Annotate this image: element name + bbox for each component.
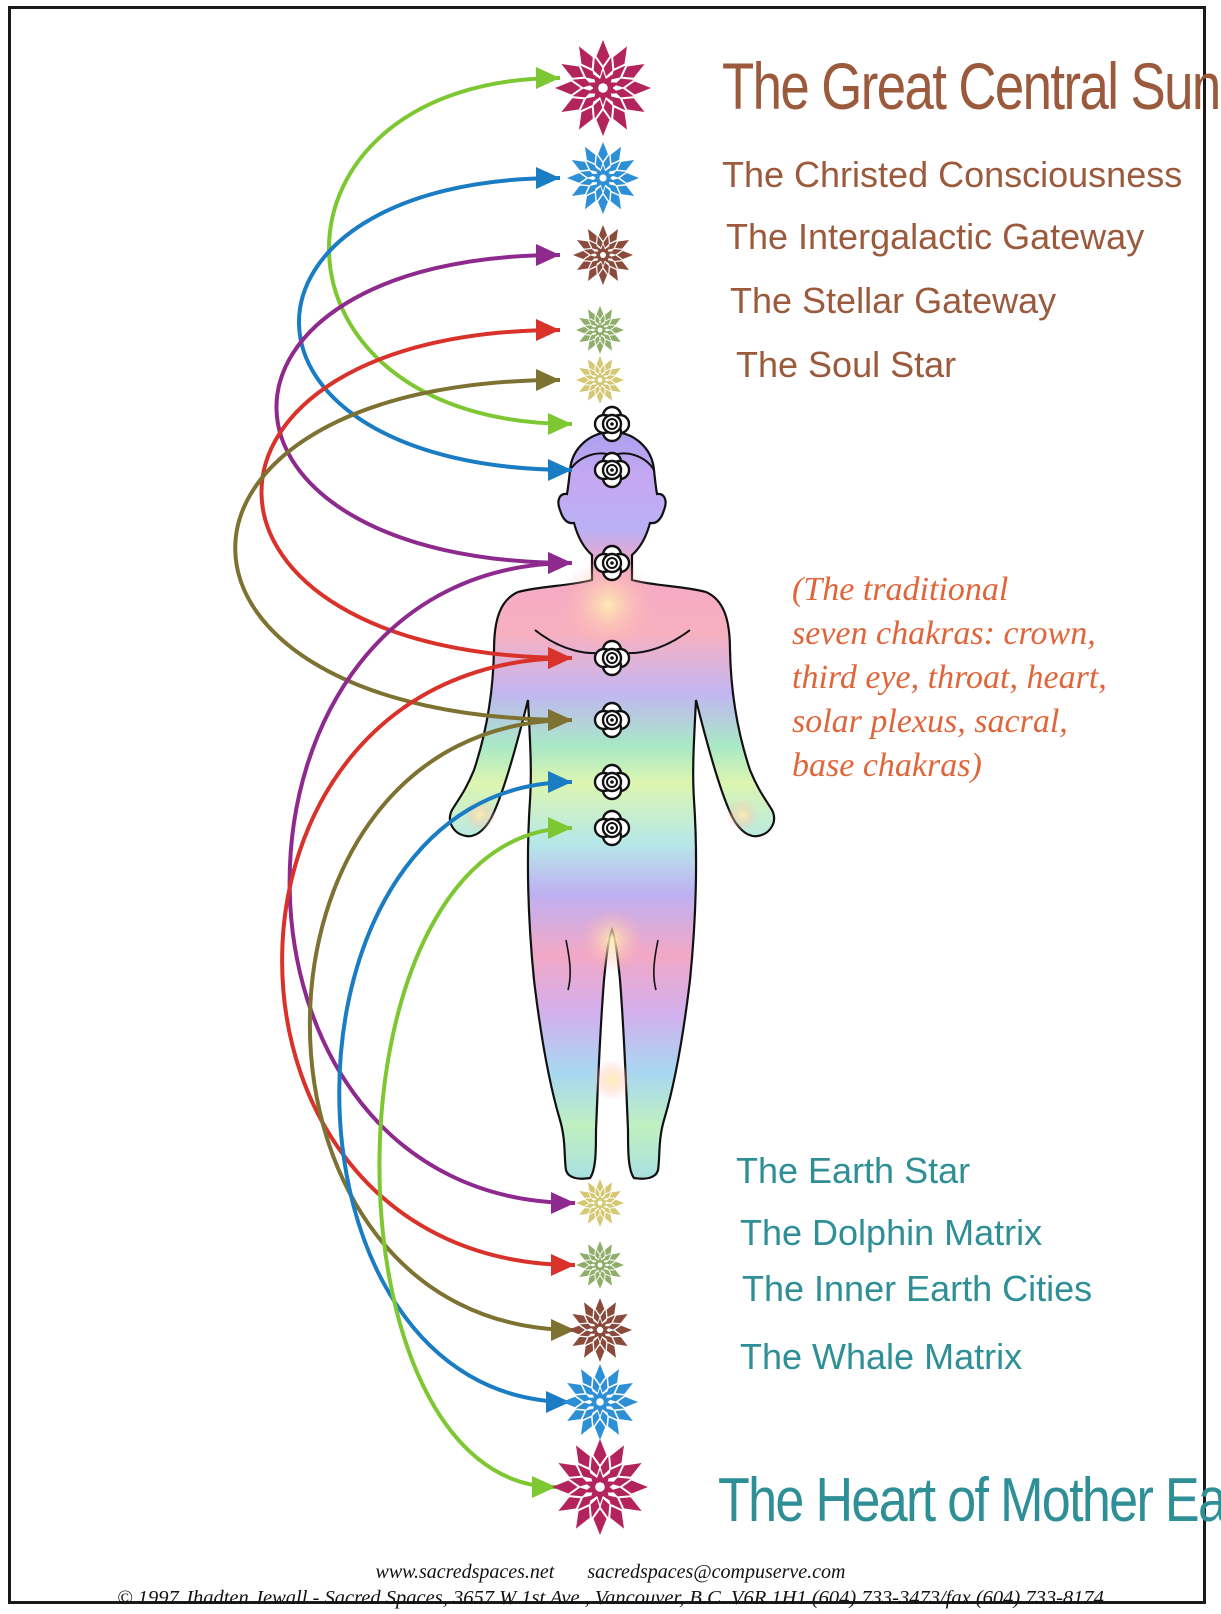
star-chakra-icon <box>576 1241 624 1289</box>
energy-glow <box>592 1060 632 1100</box>
star-chakra-icon <box>576 306 624 354</box>
arrowhead <box>551 1192 575 1214</box>
arrowhead <box>551 1254 575 1276</box>
upper-chakra-label-4: The Stellar Gateway <box>730 280 1056 322</box>
star-chakra-icon <box>555 40 651 136</box>
upper-chakra-label-5: The Soul Star <box>736 344 956 386</box>
connection-arrow <box>329 78 572 424</box>
arrowhead <box>536 369 560 391</box>
connection-arrow <box>299 178 572 470</box>
note-line: base chakras) <box>792 744 1192 788</box>
arrowhead <box>536 244 560 266</box>
arrowhead <box>548 413 572 435</box>
energy-glow <box>726 799 758 831</box>
copyright-line: © 1997 Jhadten Jewall - Sacred Spaces, 3… <box>0 1587 1221 1610</box>
human-body-figure <box>450 432 774 1179</box>
note-line: (The traditional <box>792 568 1192 612</box>
lower-chakra-label-4: The Whale Matrix <box>740 1336 1022 1378</box>
connection-arrow <box>276 255 572 563</box>
arrows-group <box>235 67 575 1498</box>
upper-chakra-label-2: The Christed Consciousness <box>722 154 1182 196</box>
star-chakra-icon <box>562 1364 638 1440</box>
energy-glow <box>580 908 644 972</box>
upper-chakra-label-1: The Great Central Sun <box>722 48 1220 124</box>
traditional-chakras-note: (The traditional seven chakras: crown, t… <box>792 568 1192 788</box>
email-link[interactable]: sacredspaces@compuserve.com <box>587 1561 845 1583</box>
footer-contact: www.sacredspaces.net sacredspaces@compus… <box>0 1561 1221 1584</box>
arrowhead <box>548 552 572 574</box>
website-link[interactable]: www.sacredspaces.net <box>375 1561 554 1583</box>
arrowhead <box>536 67 560 89</box>
star-chakra-icon <box>573 225 633 285</box>
arrowhead <box>536 319 560 341</box>
lower-chakra-label-3: The Inner Earth Cities <box>742 1268 1092 1310</box>
star-chakra-icon <box>567 142 639 214</box>
note-line: seven chakras: crown, <box>792 612 1192 656</box>
arrowhead <box>536 167 560 189</box>
lower-chakra-label-1: The Earth Star <box>736 1150 970 1192</box>
note-line: third eye, throat, heart, <box>792 656 1192 700</box>
note-line: solar plexus, sacral, <box>792 700 1192 744</box>
upper-chakra-label-3: The Intergalactic Gateway <box>726 216 1144 258</box>
lower-chakra-label-5: The Heart of Mother Earth <box>718 1465 1221 1536</box>
star-chakra-icon <box>576 356 624 404</box>
star-chakra-icon <box>576 1179 624 1227</box>
star-chakra-icon <box>568 1298 632 1362</box>
lower-chakra-label-2: The Dolphin Matrix <box>740 1212 1042 1254</box>
star-chakra-icon <box>552 1439 648 1535</box>
